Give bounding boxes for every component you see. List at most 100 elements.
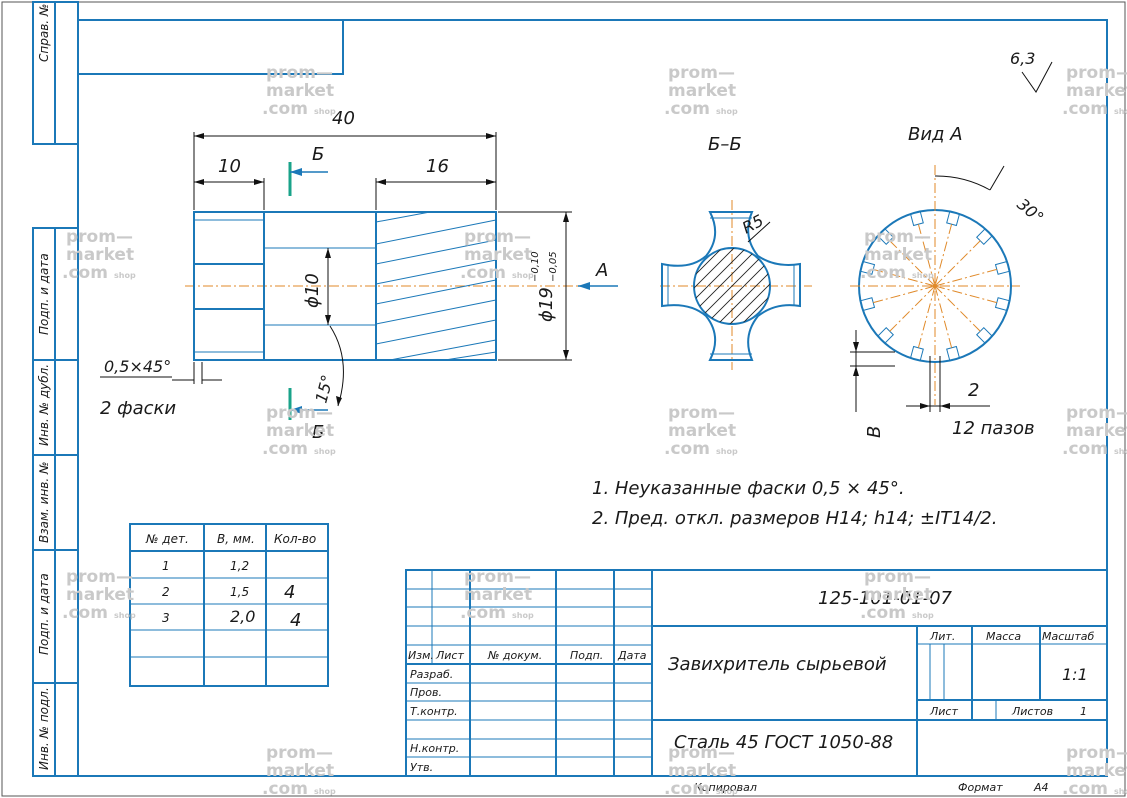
parts-header-qty: Кол-во xyxy=(274,532,316,546)
tb-role-nkontr: Н.контр. xyxy=(410,742,459,755)
dim-right: 16 xyxy=(426,156,449,177)
watermark-text: market xyxy=(266,421,334,441)
side-stamps: Справ. № Подп. и дата Инв. № дубл. Взам.… xyxy=(37,4,51,770)
watermark-text: prom— xyxy=(1066,63,1127,83)
tb-part-name: Завихритель сырьевой xyxy=(668,654,887,675)
watermark-text: prom— xyxy=(464,567,531,587)
note-1: 1. Неуказанные фаски 0,5 × 45°. xyxy=(592,478,905,499)
watermark-text: market xyxy=(1066,761,1127,781)
stamp-inv-podl: Инв. № подл. xyxy=(37,687,51,770)
watermark-text: prom— xyxy=(668,403,735,423)
watermark: prom—market.com shop xyxy=(262,743,336,798)
watermark-text: market xyxy=(864,585,932,605)
watermark-shop: shop xyxy=(314,787,336,796)
dim-outer: ϕ19 xyxy=(536,287,557,322)
watermark-text: prom— xyxy=(266,743,333,763)
watermark-shop: shop xyxy=(716,447,738,456)
watermark-text: market xyxy=(464,245,532,265)
watermark-shop: shop xyxy=(716,787,738,796)
note-2: 2. Пред. откл. размеров Н14; h14; ±IT14/… xyxy=(592,508,997,529)
slot xyxy=(877,228,894,245)
roughness-value: 6,3 xyxy=(1010,49,1035,68)
angle-15: 15° xyxy=(312,373,338,405)
tb-header-list: Лист xyxy=(435,649,464,662)
watermark-text: .com xyxy=(664,439,710,459)
view-arrow-letter: А xyxy=(595,260,608,281)
watermark-text: prom— xyxy=(864,567,931,587)
watermark-text: market xyxy=(66,245,134,265)
dim-outer-tol: −0,10 xyxy=(530,251,541,282)
parts-row-1-num: 1 xyxy=(162,559,170,573)
tb-material: Сталь 45 ГОСТ 1050-88 xyxy=(674,732,893,753)
tb-header-podp: Подп. xyxy=(570,649,603,662)
watermark-shop: shop xyxy=(314,107,336,116)
main-view: 40 10 16 ϕ10 ϕ19 −0,10 −0,05 0,5×45° xyxy=(100,108,618,443)
view-a-angle: 30° xyxy=(1013,195,1047,228)
slot-ray xyxy=(889,285,936,332)
parts-row-3-b: 2,0 xyxy=(230,607,255,626)
parts-row-2-num: 2 xyxy=(162,585,170,599)
watermark-text: market xyxy=(464,585,532,605)
watermark-shop: shop xyxy=(1114,447,1127,456)
watermark-shop: shop xyxy=(114,271,136,280)
slot-ray xyxy=(934,285,997,304)
parts-row-2-b: 1,5 xyxy=(230,585,249,599)
parts-row-3-qty: 4 xyxy=(290,610,301,631)
dim-bore: ϕ10 xyxy=(302,273,323,308)
watermark-text: .com xyxy=(460,603,506,623)
watermark-text: .com xyxy=(262,779,308,798)
dim-outer-tol2: −0,05 xyxy=(548,251,559,282)
watermark-text: prom— xyxy=(1066,403,1127,423)
watermark-text: market xyxy=(266,761,334,781)
tb-sheets-count: 1 xyxy=(1080,705,1087,718)
watermark-shop: shop xyxy=(912,611,934,620)
dim-left: 10 xyxy=(218,156,241,177)
watermark-text: prom— xyxy=(464,227,531,247)
view-a-title: Вид А xyxy=(908,124,963,145)
view-a-slot-count: 12 пазов xyxy=(952,418,1035,439)
watermark-shop: shop xyxy=(1114,787,1127,796)
watermark-text: market xyxy=(266,81,334,101)
tb-header-masshtab: Масштаб xyxy=(1042,630,1094,643)
stamp-podp-data-1: Подп. и дата xyxy=(37,253,51,335)
watermark-text: prom— xyxy=(1066,743,1127,763)
slot xyxy=(976,327,993,344)
tb-header-ndokum: № докум. xyxy=(487,649,542,662)
watermark-shop: shop xyxy=(314,447,336,456)
watermark-text: market xyxy=(1066,421,1127,441)
watermark-text: .com xyxy=(664,779,710,798)
parts-header-b: В, мм. xyxy=(217,532,255,546)
parts-row-3-num: 3 xyxy=(162,611,170,625)
watermark-text: .com xyxy=(1062,99,1108,119)
slot-ray xyxy=(873,268,936,287)
chamfer-dim: 0,5×45° xyxy=(104,357,171,376)
tb-header-izm: Изм. xyxy=(408,649,434,662)
dim-total: 40 xyxy=(332,108,355,129)
slot-ray xyxy=(934,240,981,287)
watermark-shop: shop xyxy=(1114,107,1127,116)
slot xyxy=(994,260,1011,275)
slot xyxy=(859,297,876,312)
watermark-text: prom— xyxy=(66,567,133,587)
slot-ray xyxy=(934,285,953,348)
slot-ray xyxy=(934,268,997,287)
parts-header-num: № дет. xyxy=(145,532,189,546)
stamp-inv-dubl: Инв. № дубл. xyxy=(37,364,51,446)
watermark-text: .com xyxy=(62,603,108,623)
watermark-text: .com xyxy=(664,99,710,119)
tb-copied: Копировал xyxy=(694,781,757,794)
watermark-text: .com xyxy=(860,603,906,623)
slot xyxy=(994,297,1011,312)
watermark-text: .com xyxy=(1062,779,1108,798)
